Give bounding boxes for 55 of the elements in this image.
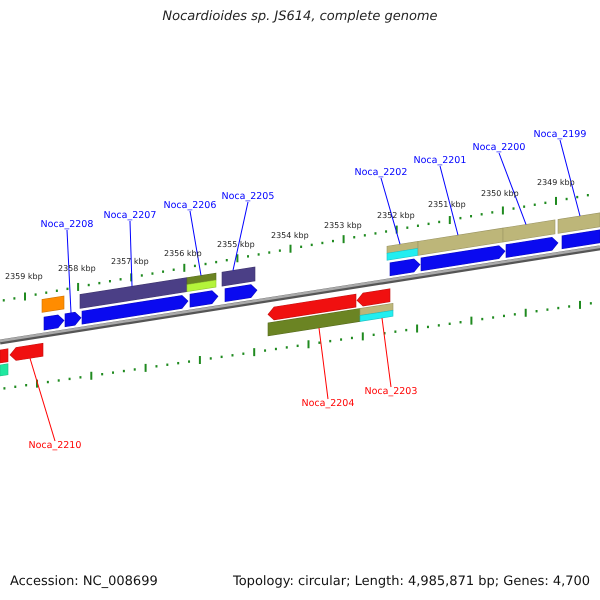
gene-block (360, 310, 394, 322)
scale-label: 2353 kbp (324, 222, 362, 230)
gene-block (268, 308, 360, 336)
gene-block (222, 266, 256, 286)
gene-block (360, 302, 394, 316)
gene-feature (420, 245, 506, 272)
gene-block (80, 277, 188, 309)
gene-feature (82, 295, 188, 324)
leader-line (130, 220, 132, 287)
gene-label: Noca_2210 (28, 441, 82, 452)
gene-block (186, 280, 216, 292)
gene-block (386, 248, 418, 261)
gene-block (0, 363, 8, 376)
gene-block (562, 229, 600, 250)
gene-feature (356, 288, 390, 306)
scale-label: 2354 kbp (271, 232, 309, 240)
leader-line (30, 358, 56, 442)
gene-block (386, 241, 418, 254)
gene-feature (506, 237, 558, 258)
scale-label: 2355 kbp (217, 240, 255, 250)
leader-line (560, 140, 580, 216)
gene-feature (390, 258, 420, 276)
gene-label: Noca_2207 (104, 211, 156, 222)
leader-line (380, 178, 400, 245)
chart-title: Nocardioides sp. JS614, complete genome (161, 10, 439, 24)
scale-label: 2351 kbp (428, 200, 466, 210)
gene-label: Noca_2200 (472, 143, 526, 154)
gene-label: Noca_2199 (534, 130, 586, 140)
gene-label: Noca_2201 (414, 156, 466, 166)
gene-feature (64, 312, 82, 328)
gene-label: Noca_2204 (302, 399, 354, 410)
leader-line (498, 152, 526, 225)
gene-label: Noca_2203 (364, 387, 418, 398)
gene-label: Noca_2202 (354, 168, 408, 178)
gene-block (186, 272, 216, 285)
gene-label: Noca_2206 (164, 201, 216, 212)
gene-feature (44, 314, 64, 330)
gene-block (558, 212, 600, 234)
scale-label: 2357 kbp (111, 258, 149, 266)
gene-label: Noca_2205 (222, 192, 274, 202)
gene-feature (224, 284, 258, 302)
gene-block (42, 296, 64, 313)
gene-feature (190, 290, 218, 308)
leader-line (382, 318, 392, 388)
footer-text: Accession: NC_008699 (10, 575, 158, 590)
leader-line (66, 230, 72, 314)
leader-line (440, 166, 458, 236)
leader-line (232, 202, 248, 271)
leader-line (190, 210, 202, 276)
gene-label: Noca_2208 (40, 220, 94, 230)
gene-feature (268, 294, 356, 320)
scale-label: 2359 kbp (5, 272, 43, 282)
footer-text: Topology: circular; Length: 4,985,871 bp; Genes: 4,700 (233, 575, 590, 590)
leader-line (318, 327, 328, 400)
gene-block (502, 220, 556, 242)
